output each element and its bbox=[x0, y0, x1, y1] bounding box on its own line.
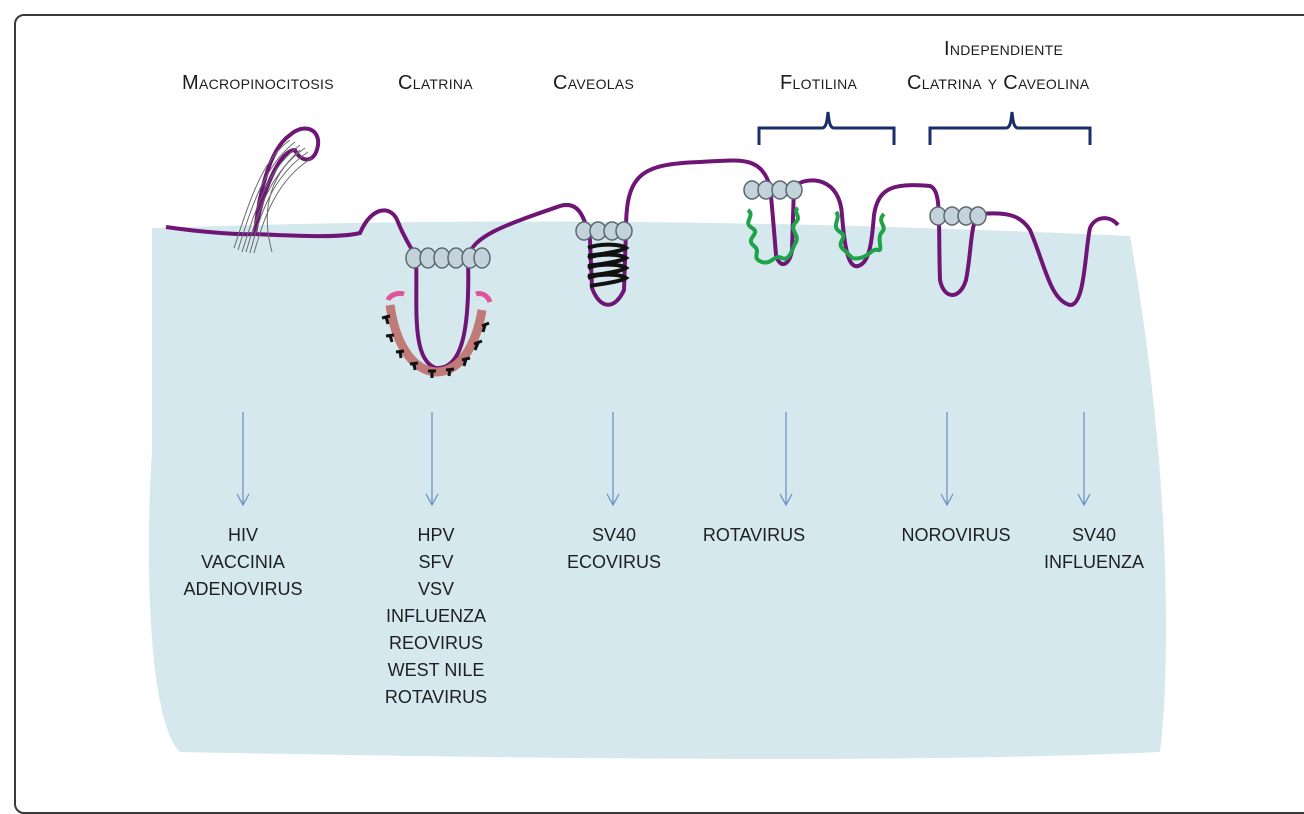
header-macropinocitosis: Macropinocitosis bbox=[182, 72, 334, 95]
virus-name: ADENOVIRUS bbox=[180, 576, 306, 603]
cell-body bbox=[149, 221, 1166, 758]
virus-name: INFLUENZA bbox=[372, 603, 500, 630]
virus-list-macropinocitosis: HIV VACCINIA ADENOVIRUS bbox=[180, 522, 306, 603]
header-flotilina: Flotilina bbox=[780, 72, 857, 95]
virus-name: SV40 bbox=[556, 522, 672, 549]
virus-name: ROTAVIRUS bbox=[372, 684, 500, 711]
flotilina-bracket bbox=[759, 112, 894, 145]
virus-name: INFLUENZA bbox=[1034, 549, 1154, 576]
virus-name: VSV bbox=[372, 576, 500, 603]
virus-name: WEST NILE bbox=[372, 657, 500, 684]
virus-name: HIV bbox=[180, 522, 306, 549]
independent-receptors bbox=[930, 207, 986, 225]
virus-name: SFV bbox=[372, 549, 500, 576]
header-clatrina: Clatrina bbox=[398, 72, 473, 95]
virus-list-clatrina: HPV SFV VSV INFLUENZA REOVIRUS WEST NILE… bbox=[372, 522, 500, 711]
clathrin-receptors bbox=[406, 248, 490, 268]
caveolae-receptors bbox=[576, 222, 632, 240]
independiente-bracket bbox=[930, 112, 1090, 145]
header-independiente-line2: Clatrina y Caveolina bbox=[907, 72, 1089, 95]
virus-name: HPV bbox=[372, 522, 500, 549]
virus-name: REOVIRUS bbox=[372, 630, 500, 657]
virus-list-independiente-b: SV40 INFLUENZA bbox=[1034, 522, 1154, 576]
virus-list-flotilina: ROTAVIRUS bbox=[694, 522, 814, 549]
virus-name: ECOVIRUS bbox=[556, 549, 672, 576]
header-independiente-line1: Independiente bbox=[944, 38, 1063, 61]
virus-name: VACCINIA bbox=[180, 549, 306, 576]
virus-name: SV40 bbox=[1034, 522, 1154, 549]
header-caveolas: Caveolas bbox=[553, 72, 634, 95]
virus-list-caveolas: SV40 ECOVIRUS bbox=[556, 522, 672, 576]
virus-name: ROTAVIRUS bbox=[694, 522, 814, 549]
virus-name: NOROVIRUS bbox=[896, 522, 1016, 549]
virus-list-independiente-a: NOROVIRUS bbox=[896, 522, 1016, 549]
